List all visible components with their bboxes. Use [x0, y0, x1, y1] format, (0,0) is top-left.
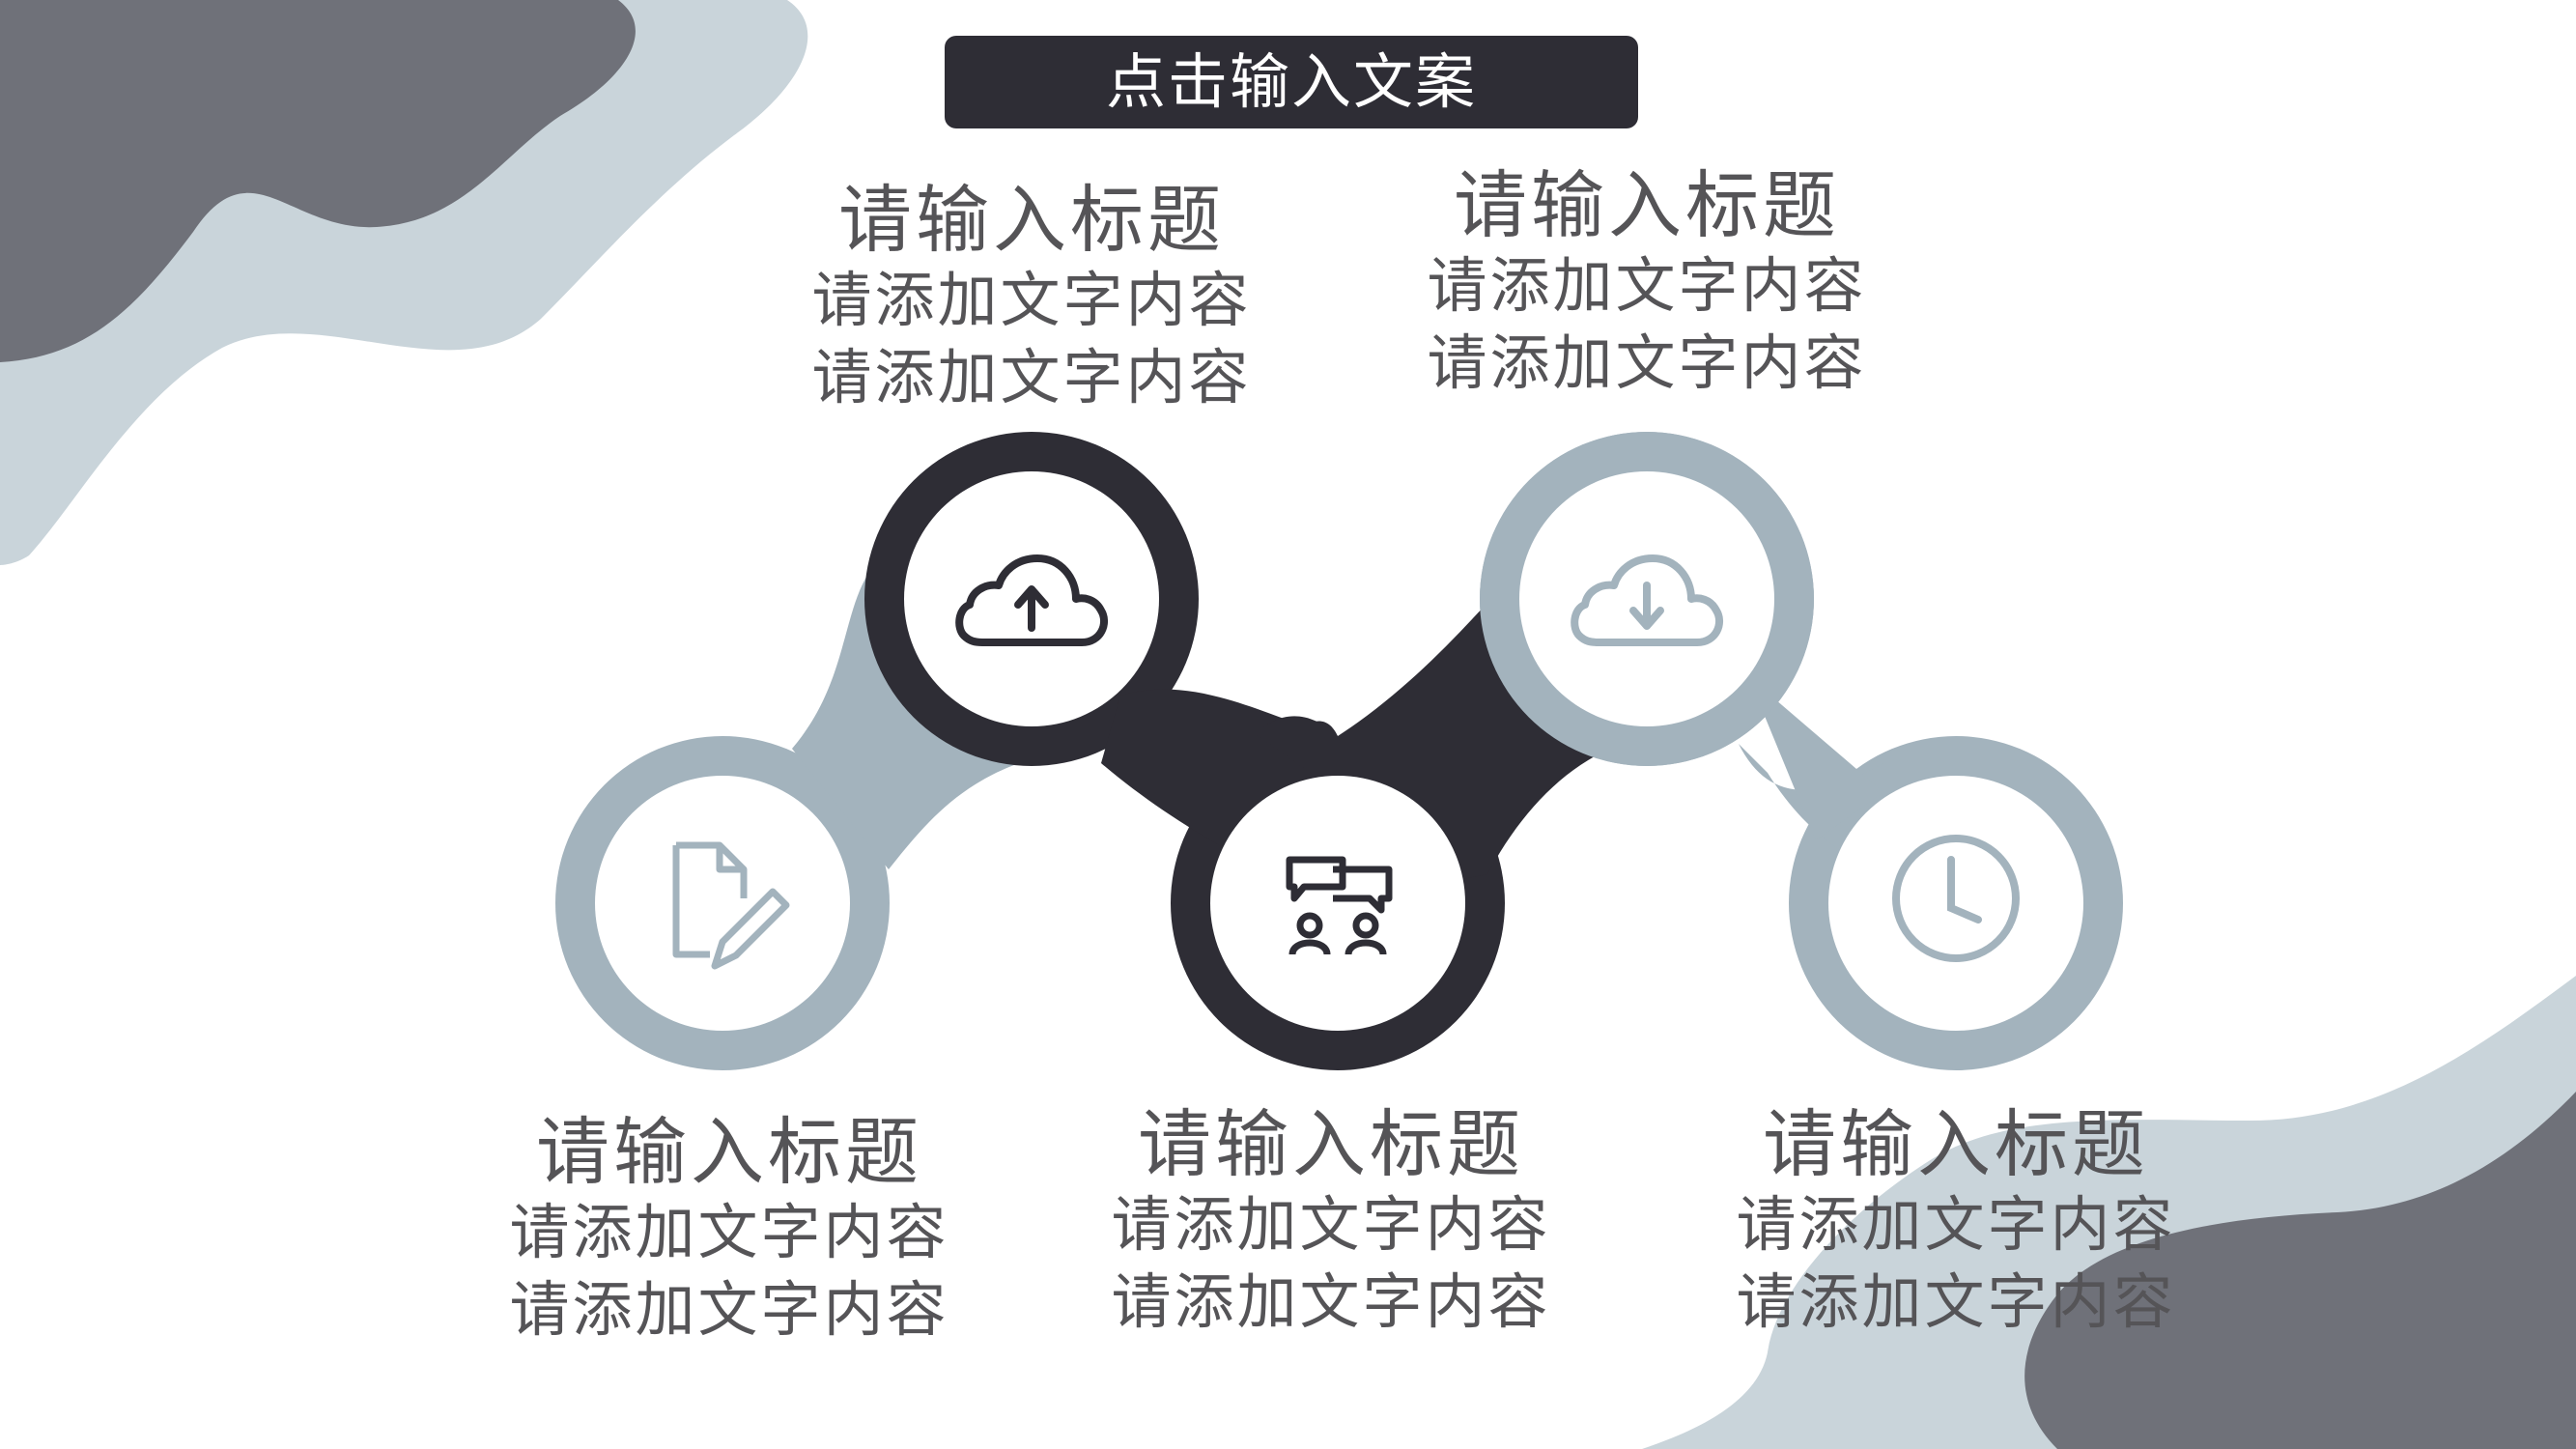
item-text[interactable]: 请添加文字内容 [1427, 250, 1867, 321]
item-text[interactable]: 请添加文字内容 [1111, 1266, 1551, 1337]
item-text[interactable]: 请添加文字内容 [1111, 1189, 1551, 1260]
clock-icon [1892, 835, 2020, 962]
team-discussion-icon [1286, 856, 1393, 955]
item-text[interactable]: 请添加文字内容 [811, 342, 1252, 412]
disc-bg [1828, 776, 2083, 1031]
disc-bg [1210, 776, 1465, 1031]
item-title[interactable]: 请输入标题 [1138, 1101, 1524, 1187]
item-text[interactable]: 请添加文字内容 [1427, 327, 1867, 398]
cloud-upload-icon [955, 554, 1109, 646]
item-team: 请输入标题 请添加文字内容 请添加文字内容 [1022, 1103, 1640, 1341]
item-text[interactable]: 请添加文字内容 [1736, 1189, 2176, 1260]
document-edit-icon [672, 841, 790, 970]
item-clock: 请输入标题 请添加文字内容 请添加文字内容 [1647, 1103, 2265, 1341]
item-text[interactable]: 请添加文字内容 [509, 1197, 949, 1267]
cloud-download-icon [1571, 554, 1724, 646]
top-left-gray-blob [0, 0, 636, 362]
item-text[interactable]: 请添加文字内容 [811, 265, 1252, 335]
item-title[interactable]: 请输入标题 [1454, 162, 1840, 248]
header-title[interactable]: 点击输入文案 [945, 36, 1638, 128]
disc-bg [595, 776, 850, 1031]
item-title[interactable]: 请输入标题 [838, 177, 1225, 263]
item-download: 请输入标题 请添加文字内容 请添加文字内容 [1338, 164, 1956, 402]
item-title[interactable]: 请输入标题 [536, 1109, 922, 1195]
bottom-right-gray-blob [2024, 1092, 2576, 1449]
item-document: 请输入标题 请添加文字内容 请添加文字内容 [420, 1111, 1038, 1349]
item-text[interactable]: 请添加文字内容 [1736, 1266, 2176, 1337]
item-upload: 请输入标题 请添加文字内容 请添加文字内容 [722, 179, 1341, 416]
item-text[interactable]: 请添加文字内容 [509, 1274, 949, 1345]
item-title[interactable]: 请输入标题 [1763, 1101, 2149, 1187]
